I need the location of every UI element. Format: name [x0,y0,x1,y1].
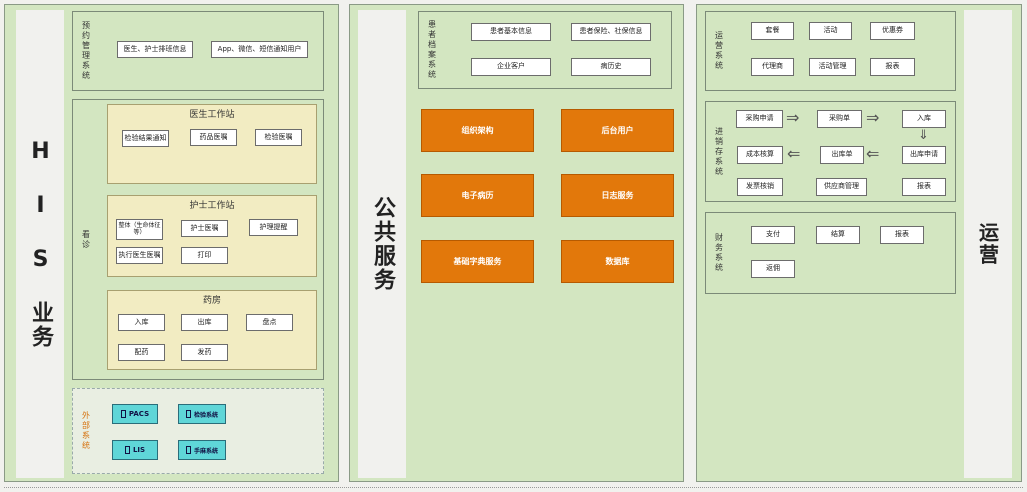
purchase-order-button[interactable]: 采购单 [817,110,862,128]
anesthesia-system-icon [185,446,191,454]
pharmacy-title: 药房 [202,295,221,306]
outbound-order-button[interactable]: 出库单 [820,146,864,164]
dictionary-service-button[interactable]: 基础字典服务 [421,240,534,283]
appointment-label: 预约管理系统 [81,21,91,81]
package-button[interactable]: 套餐 [751,22,794,40]
medical-history-button[interactable]: 病历史 [571,58,651,76]
ops-report-button[interactable]: 报表 [870,58,915,76]
pharmacy-stocktake-button[interactable]: 盘点 [246,314,293,331]
public-title: 公共服务 [370,196,395,292]
invoice-writeoff-button[interactable]: 发票核销 [737,178,783,196]
campaign-button[interactable]: 活动 [809,22,852,40]
pharmacy-inbound-button[interactable]: 入库 [118,314,165,331]
doctor-station-title: 医生工作站 [189,109,235,120]
patient-insurance-button[interactable]: 患者保险、社保信息 [571,23,651,41]
patient-basic-info-button[interactable]: 患者基本信息 [471,23,551,41]
public-title-strip: 公共服务 [358,10,406,478]
emr-button[interactable]: 电子病历 [421,174,534,217]
payment-button[interactable]: 支付 [751,226,795,244]
lis-label: LIS [132,446,146,454]
finance-system [705,212,956,294]
dispense-prep-button[interactable]: 配药 [118,344,165,361]
database-button[interactable]: 数据库 [561,240,674,283]
anesthesia-system-button[interactable]: 手麻系统 [178,440,226,460]
lab-system-button[interactable]: 检验系统 [178,404,226,424]
dispense-button[interactable]: 发药 [181,344,228,361]
org-structure-button[interactable]: 组织架构 [421,109,534,152]
his-title: H I S 业务 [28,139,53,349]
external-label: 外部系统 [81,411,91,451]
supplier-mgmt-button[interactable]: 供应商管理 [816,178,867,196]
patient-archive-label: 患者档案系统 [427,20,437,80]
finance-report-button[interactable]: 报表 [880,226,924,244]
settlement-button[interactable]: 结算 [816,226,860,244]
outbound-request-button[interactable]: 出库申请 [902,146,946,164]
execute-doctor-order-button[interactable]: 执行医生医嘱 [116,247,163,264]
inventory-label: 进销存系统 [714,126,724,177]
lis-icon [124,446,130,454]
coupon-button[interactable]: 优惠券 [870,22,915,40]
vital-signs-label: 整体（生命体征等） [118,221,161,236]
arrow-left-icon: ⇐ [787,144,801,163]
nurse-order-button[interactable]: 护士医嘱 [181,220,228,237]
schedule-info-button[interactable]: 医生、护士排班信息 [117,41,193,58]
print-button[interactable]: 打印 [181,247,228,264]
agent-button[interactable]: 代理商 [751,58,794,76]
anesthesia-system-label: 手麻系统 [193,447,218,455]
pacs-icon [120,410,126,418]
nursing-reminder-button[interactable]: 护理提醒 [249,219,298,236]
notify-user-button[interactable]: App、微信、短信通知用户 [211,41,308,58]
diagnosis-label: 看诊 [81,229,91,250]
ops-title: 运营 [975,222,1000,266]
arrow-right-icon: ⇒ [786,108,800,127]
enterprise-customer-button[interactable]: 企业客户 [471,58,551,76]
lab-order-button[interactable]: 检验医嘱 [255,129,302,146]
log-service-button[interactable]: 日志服务 [561,174,674,217]
lab-system-icon [185,410,191,418]
external-systems [72,388,324,474]
pharmacy-outbound-button[interactable]: 出库 [181,314,228,331]
arrow-down-icon: ⇓ [918,128,929,143]
nurse-station-title: 护士工作站 [189,200,235,211]
arrow-left-icon: ⇐ [866,144,880,163]
inbound-button[interactable]: 入库 [902,110,946,128]
arrow-right-icon: ⇒ [866,108,880,127]
purchase-request-button[interactable]: 采购申请 [736,110,783,128]
ops-title-strip: 运营 [964,10,1012,478]
finance-label: 财务系统 [714,233,724,273]
his-title-strip: H I S 业务 [16,10,64,478]
cost-accounting-button[interactable]: 成本核算 [737,146,783,164]
inventory-report-button[interactable]: 报表 [902,178,946,196]
pacs-button[interactable]: PACS [112,404,158,424]
campaign-mgmt-button[interactable]: 活动管理 [809,58,856,76]
bottom-divider [4,487,1023,488]
drug-order-button[interactable]: 药品医嘱 [190,129,237,146]
operation-label: 运营系统 [714,31,724,71]
pacs-label: PACS [128,410,150,418]
rebate-button[interactable]: 返佣 [751,260,795,278]
vital-signs-button[interactable]: 整体（生命体征等） [116,219,163,240]
backend-user-button[interactable]: 后台用户 [561,109,674,152]
lis-button[interactable]: LIS [112,440,158,460]
lab-result-notify-button[interactable]: 检验结果通知 [122,130,169,147]
lab-system-label: 检验系统 [193,411,218,419]
